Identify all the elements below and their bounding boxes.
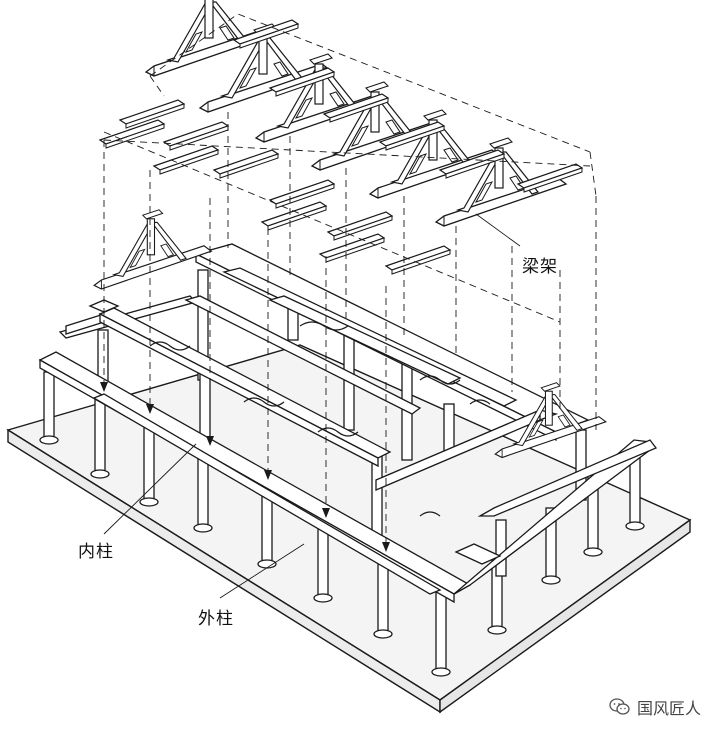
outer-column-label: 外柱	[198, 609, 234, 629]
leader-lines	[103, 213, 521, 599]
assembly-guides	[103, 13, 597, 550]
watermark-text: 国风匠人	[636, 699, 701, 718]
upper-beams	[65, 243, 658, 565]
inner-column-label: 内柱	[78, 542, 114, 562]
guide-arrowheads	[100, 382, 390, 552]
watermark: 国风匠人	[609, 695, 701, 719]
eave-beams	[38, 295, 651, 604]
outer-columns	[39, 371, 645, 677]
wechat-icon	[609, 698, 630, 715]
beam-frame-label: 梁架	[522, 257, 558, 277]
